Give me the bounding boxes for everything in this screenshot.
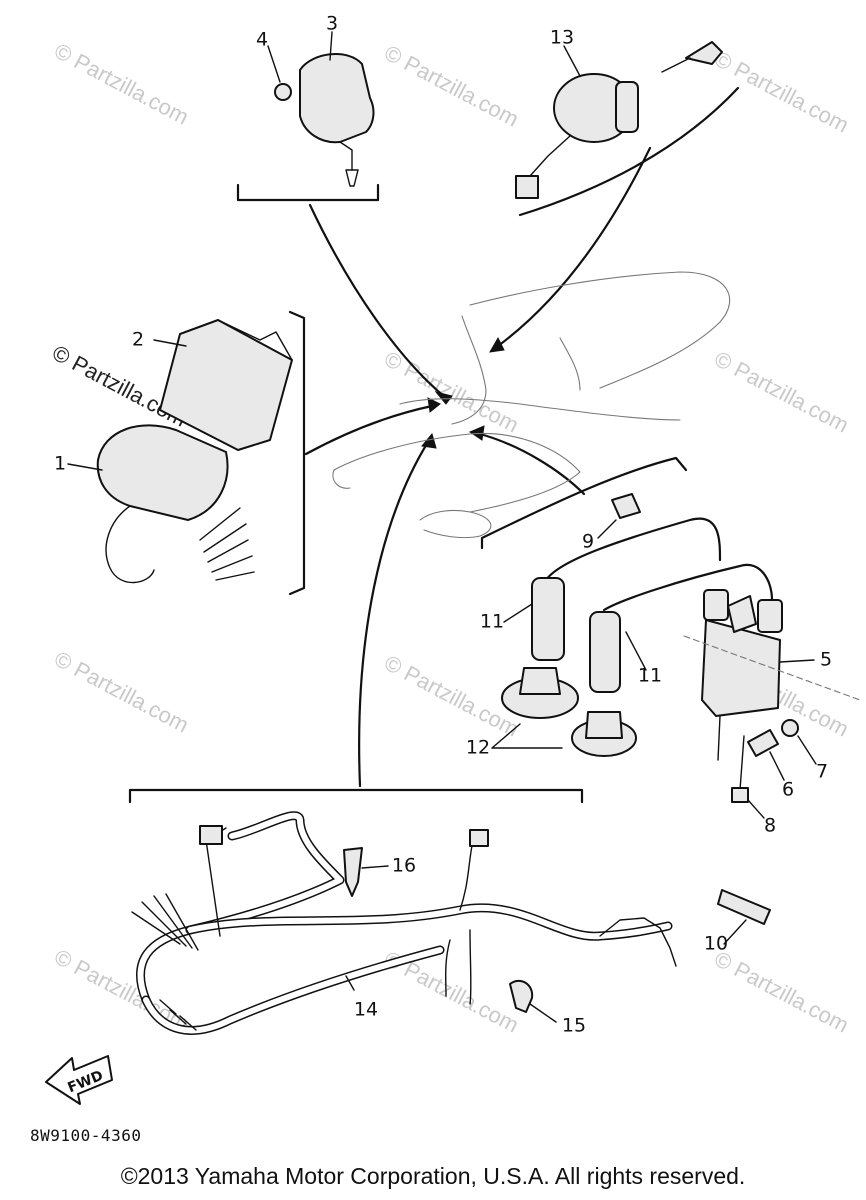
group-bracket-right xyxy=(480,456,688,550)
part-5-ignition-coil xyxy=(683,589,861,761)
leader-curve-right xyxy=(478,432,586,496)
copyright-notice: ©2013 Yamaha Motor Corporation, U.S.A. A… xyxy=(120,1163,746,1189)
callout-12: 12 xyxy=(465,736,491,759)
callout-16: 16 xyxy=(391,854,417,877)
callout-3: 3 xyxy=(325,12,339,35)
callout-9: 9 xyxy=(581,530,595,553)
callout-7: 7 xyxy=(815,760,829,783)
callout-4: 4 xyxy=(255,28,269,51)
leader-curve-top-right xyxy=(496,146,652,348)
callout-2: 2 xyxy=(131,328,145,351)
part-14-wire-harness xyxy=(131,811,677,1035)
callout-6: 6 xyxy=(781,778,795,801)
part-7-washer xyxy=(781,719,817,765)
leader-line-3 xyxy=(329,31,333,61)
leader-curve-top-left xyxy=(308,203,448,400)
part-15-band xyxy=(509,979,557,1023)
callout-11a: 11 xyxy=(479,610,505,633)
leader-arrow-top-right xyxy=(489,336,505,353)
leader-curve-bottom xyxy=(358,440,430,788)
part-13-main-switch xyxy=(515,41,723,199)
callout-13: 13 xyxy=(549,26,575,49)
part-9-plug-cap xyxy=(597,493,641,539)
callout-1: 1 xyxy=(53,452,67,475)
part-16-clip xyxy=(343,847,389,897)
part-3-relay xyxy=(299,52,375,187)
group-bracket-left xyxy=(288,310,306,596)
frame-outline xyxy=(332,271,731,539)
callout-11b: 11 xyxy=(637,664,663,687)
callout-8: 8 xyxy=(763,814,777,837)
leader-arrow-left xyxy=(427,397,441,413)
leader-arrow-top-left xyxy=(434,391,453,405)
callout-15: 15 xyxy=(561,1014,587,1037)
callout-10: 10 xyxy=(703,932,729,955)
part-12-plug-boots xyxy=(491,667,637,757)
part-4-nut xyxy=(267,45,292,101)
diagram-code: 8W9100-4360 xyxy=(30,1126,142,1145)
part-8-terminal xyxy=(731,735,765,819)
part-10-clamp xyxy=(717,889,771,945)
callout-5: 5 xyxy=(819,648,833,671)
part-2-cdi-unit xyxy=(153,319,293,451)
part-11-plug-leads xyxy=(503,517,774,693)
part-1-cdi-box xyxy=(67,424,255,584)
group-bracket-top-right xyxy=(518,86,740,217)
leader-curve-left xyxy=(304,404,434,456)
part-6-bolt xyxy=(747,729,785,781)
fwd-arrow-icon: FWD xyxy=(45,1055,113,1105)
callout-14: 14 xyxy=(353,998,379,1021)
group-bracket-top-left xyxy=(236,183,380,202)
group-bracket-bottom xyxy=(128,788,584,804)
